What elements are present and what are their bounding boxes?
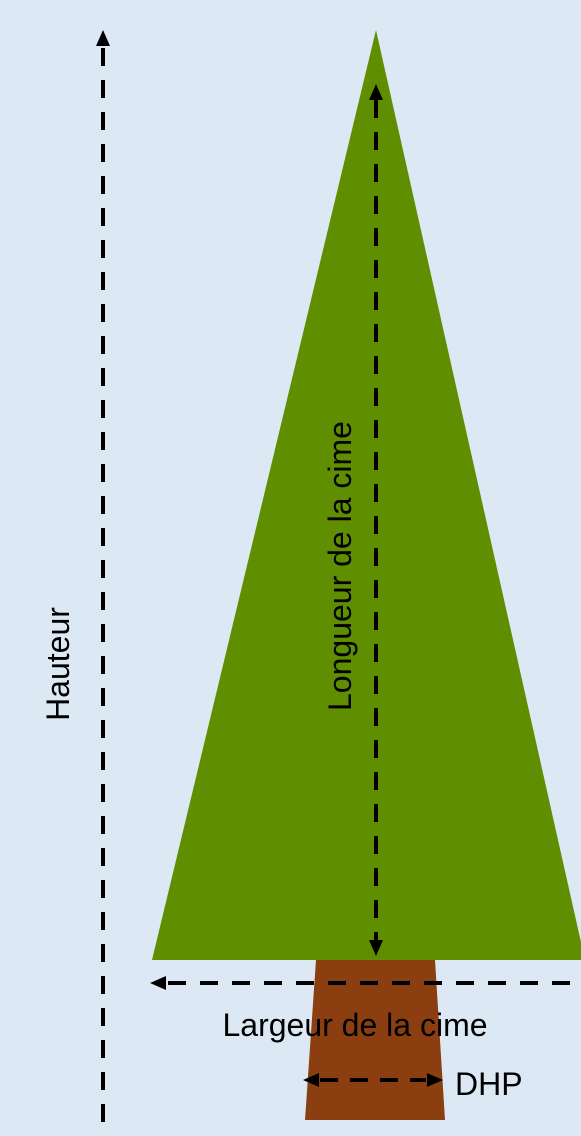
crown-length-label: Longueur de la cime xyxy=(322,421,358,711)
crown-width-arrowhead-left xyxy=(150,976,166,990)
dbh-label: DHP xyxy=(455,1066,523,1102)
crown-length-arrow xyxy=(369,84,383,956)
crown-length-arrowhead-top xyxy=(369,84,383,100)
crown-length-arrowhead-bottom xyxy=(369,940,383,956)
height-arrow xyxy=(96,30,110,1136)
crown-width-label: Largeur de la cime xyxy=(222,1007,487,1043)
crown-width-arrow xyxy=(150,976,581,990)
dbh-arrow xyxy=(303,1073,443,1087)
height-label: Hauteur xyxy=(40,607,76,721)
dbh-arrowhead-right xyxy=(427,1073,443,1087)
height-arrowhead xyxy=(96,30,110,46)
dbh-arrowhead-left xyxy=(303,1073,319,1087)
tree-crown xyxy=(152,30,581,960)
